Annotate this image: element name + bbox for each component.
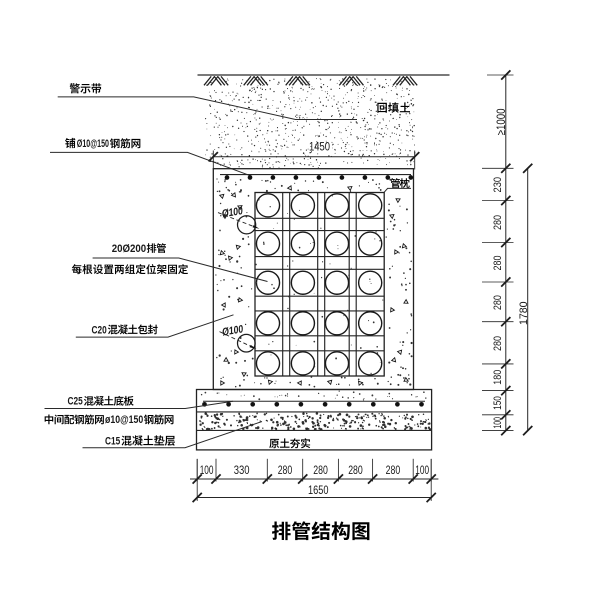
svg-text:≥1000: ≥1000 (494, 108, 508, 135)
svg-text:C15: C15 (105, 435, 120, 447)
svg-text:1450: 1450 (309, 139, 330, 153)
svg-text:150: 150 (492, 396, 504, 410)
svg-text:1780: 1780 (518, 302, 530, 326)
svg-text:C25: C25 (68, 396, 83, 408)
svg-text:230: 230 (492, 177, 504, 193)
svg-text:180: 180 (492, 370, 504, 385)
svg-text:C20: C20 (92, 324, 107, 336)
svg-text:Ø100: Ø100 (221, 323, 244, 338)
svg-text:ø10@150: ø10@150 (105, 414, 143, 426)
svg-text:330: 330 (234, 463, 250, 477)
svg-text:Ø10@150: Ø10@150 (77, 138, 109, 150)
svg-text:100: 100 (415, 463, 429, 477)
svg-text:280: 280 (492, 256, 504, 271)
svg-text:280: 280 (492, 295, 504, 310)
svg-text:280: 280 (348, 463, 363, 477)
svg-text:Ø100: Ø100 (221, 205, 244, 220)
svg-text:280: 280 (492, 336, 504, 351)
svg-text:280: 280 (386, 463, 401, 477)
svg-text:1650: 1650 (308, 483, 329, 497)
svg-text:280: 280 (278, 463, 293, 477)
svg-text:280: 280 (313, 463, 328, 477)
svg-text:100: 100 (200, 463, 214, 477)
svg-text:280: 280 (492, 215, 504, 230)
svg-text:20Ø200: 20Ø200 (112, 243, 147, 255)
svg-text:100: 100 (492, 417, 504, 429)
